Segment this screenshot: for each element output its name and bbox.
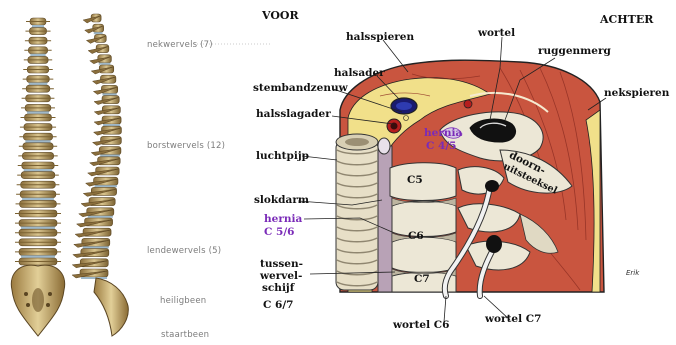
- label-jugular-vein: halsader: [334, 68, 385, 79]
- label-laryngeal-nerve: stembandzenuw: [253, 83, 348, 94]
- artist-signature: Erik: [626, 270, 639, 277]
- label-hernia-c56-line2: C 5/6: [264, 227, 294, 238]
- label-neck-vertebrae: nekwervels (7): [147, 41, 213, 50]
- header-front: VOOR: [262, 10, 299, 21]
- label-hernia-c56-line1: hernia: [264, 214, 302, 225]
- label-thoracic-vertebrae: borstwervels (12): [147, 142, 225, 151]
- label-disc-line1: tussen-: [260, 259, 303, 270]
- neck-cross-section: [336, 60, 604, 296]
- label-spinal-cord: ruggenmerg: [538, 46, 611, 57]
- label-trachea: luchtpijp: [256, 151, 309, 162]
- trachea: [336, 134, 378, 290]
- label-root-c7: wortel C7: [485, 314, 541, 325]
- label-c6: C6: [408, 231, 424, 242]
- label-tailbone: staartbeen: [161, 331, 209, 340]
- label-hernia-c45-line2: C 4/5: [426, 141, 456, 152]
- label-oesophagus: slokdarm: [254, 195, 309, 206]
- label-carotid-artery: halsslagader: [256, 109, 331, 120]
- label-c7: C7: [414, 274, 430, 285]
- sacrum-side: [94, 278, 128, 336]
- spine-front-view: [11, 18, 64, 336]
- label-c5: C5: [407, 175, 423, 186]
- label-root-c6: wortel C6: [393, 320, 449, 331]
- label-sacrum: heiligbeen: [160, 297, 206, 306]
- label-lumbar-vertebrae: lendewervels (5): [147, 247, 221, 256]
- label-neck-muscles: halsspieren: [346, 32, 414, 43]
- label-disc-line3: schijf: [262, 283, 294, 294]
- label-c67: C 6/7: [263, 300, 293, 311]
- label-root: wortel: [478, 28, 515, 39]
- label-back-muscles: nekspieren: [604, 88, 669, 99]
- label-hernia-c45-line1: hernia: [424, 128, 462, 139]
- spine-side-view: [72, 14, 128, 336]
- header-back: ACHTER: [600, 14, 653, 25]
- vagus-nerve: [404, 116, 409, 121]
- label-disc-line2: wervel-: [260, 271, 302, 282]
